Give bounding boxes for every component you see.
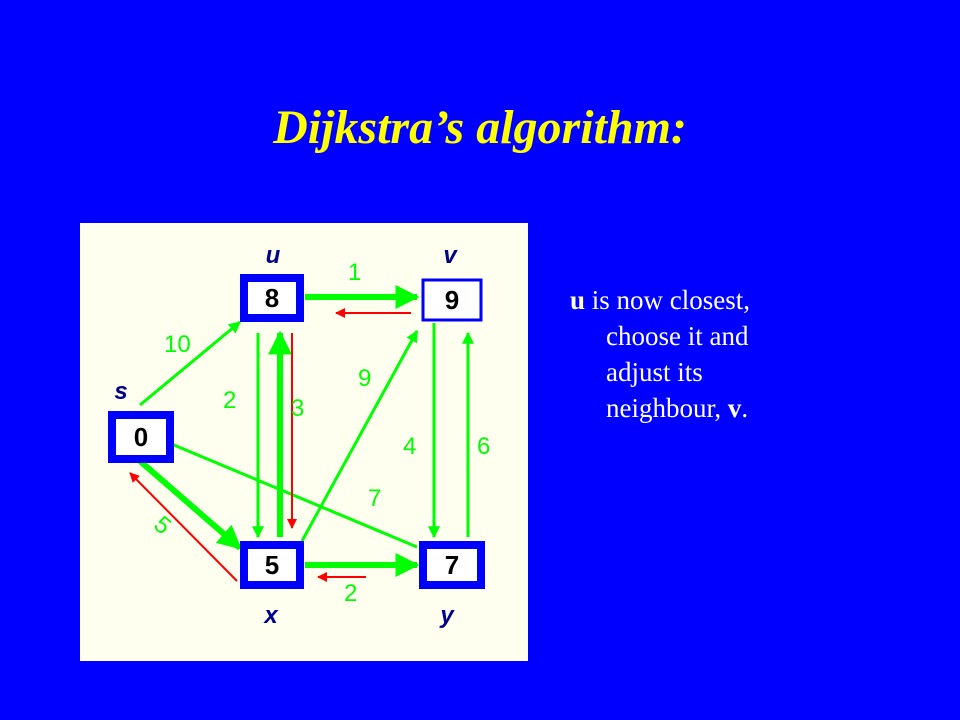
caption-bold-v: v bbox=[727, 393, 742, 423]
edge-weight-x-v: 9 bbox=[358, 365, 371, 392]
node-value-v: 9 bbox=[445, 285, 459, 315]
edge-weight-y-s: 7 bbox=[368, 485, 381, 512]
graph-node-x: 5 x bbox=[240, 541, 304, 629]
caption-line-3: adjust its bbox=[606, 357, 703, 387]
graph-edges bbox=[138, 285, 474, 577]
edge-weight-y-v: 6 bbox=[477, 433, 490, 460]
edge-s-u bbox=[139, 320, 241, 407]
edge-x-v bbox=[300, 329, 419, 542]
caption-bold-u: u bbox=[570, 285, 586, 315]
node-value-y: 7 bbox=[445, 550, 459, 580]
graph-node-y: 7 y bbox=[419, 541, 485, 629]
graph-figure: 10 5 1 2 3 9 4 6 7 2 0 s 8 u 9 v bbox=[80, 223, 528, 661]
node-name-u: u bbox=[266, 242, 281, 269]
caption-line-4: neighbour, v. bbox=[570, 390, 950, 426]
node-name-s: s bbox=[114, 378, 127, 405]
node-value-s: 0 bbox=[134, 422, 148, 452]
edge-s-x bbox=[138, 458, 242, 551]
edge-weight-s-x: 5 bbox=[149, 511, 177, 540]
tree-edges bbox=[129, 308, 411, 582]
tree-edge-x-s bbox=[129, 472, 238, 582]
caption-line-1-rest: is now closest, bbox=[585, 285, 751, 315]
node-value-x: 5 bbox=[265, 550, 279, 580]
edge-weight-s-u: 10 bbox=[164, 331, 191, 358]
node-name-v: v bbox=[443, 242, 458, 269]
graph-node-s: 0 s bbox=[108, 378, 174, 463]
edge-weight-v-y: 4 bbox=[403, 433, 416, 460]
caption-line-4-start: neighbour, bbox=[606, 393, 728, 423]
caption-line-4-end: . bbox=[741, 393, 749, 423]
node-name-x: x bbox=[262, 602, 279, 629]
edge-weight-x-u: 3 bbox=[291, 395, 304, 422]
edge-weights: 10 5 1 2 3 9 4 6 7 2 bbox=[149, 259, 491, 607]
caption-line-1: u is now closest, bbox=[570, 282, 950, 318]
graph-diagram: 10 5 1 2 3 9 4 6 7 2 0 s 8 u 9 v bbox=[108, 242, 491, 629]
graph-node-v: 9 v bbox=[421, 242, 483, 322]
edge-weight-u-v: 1 bbox=[348, 259, 361, 286]
edge-weight-u-x: 2 bbox=[223, 387, 236, 414]
slide-caption: u is now closest, choose it and adjust i… bbox=[570, 282, 950, 426]
caption-line-2: choose it and bbox=[606, 321, 749, 351]
node-value-u: 8 bbox=[265, 283, 279, 313]
edge-y-s bbox=[160, 438, 418, 549]
edge-weight-x-y: 2 bbox=[344, 580, 357, 607]
graph-node-u: 8 u bbox=[240, 242, 304, 322]
node-name-y: y bbox=[439, 602, 455, 629]
slide-title: Dijkstra’s algorithm: bbox=[273, 101, 687, 154]
